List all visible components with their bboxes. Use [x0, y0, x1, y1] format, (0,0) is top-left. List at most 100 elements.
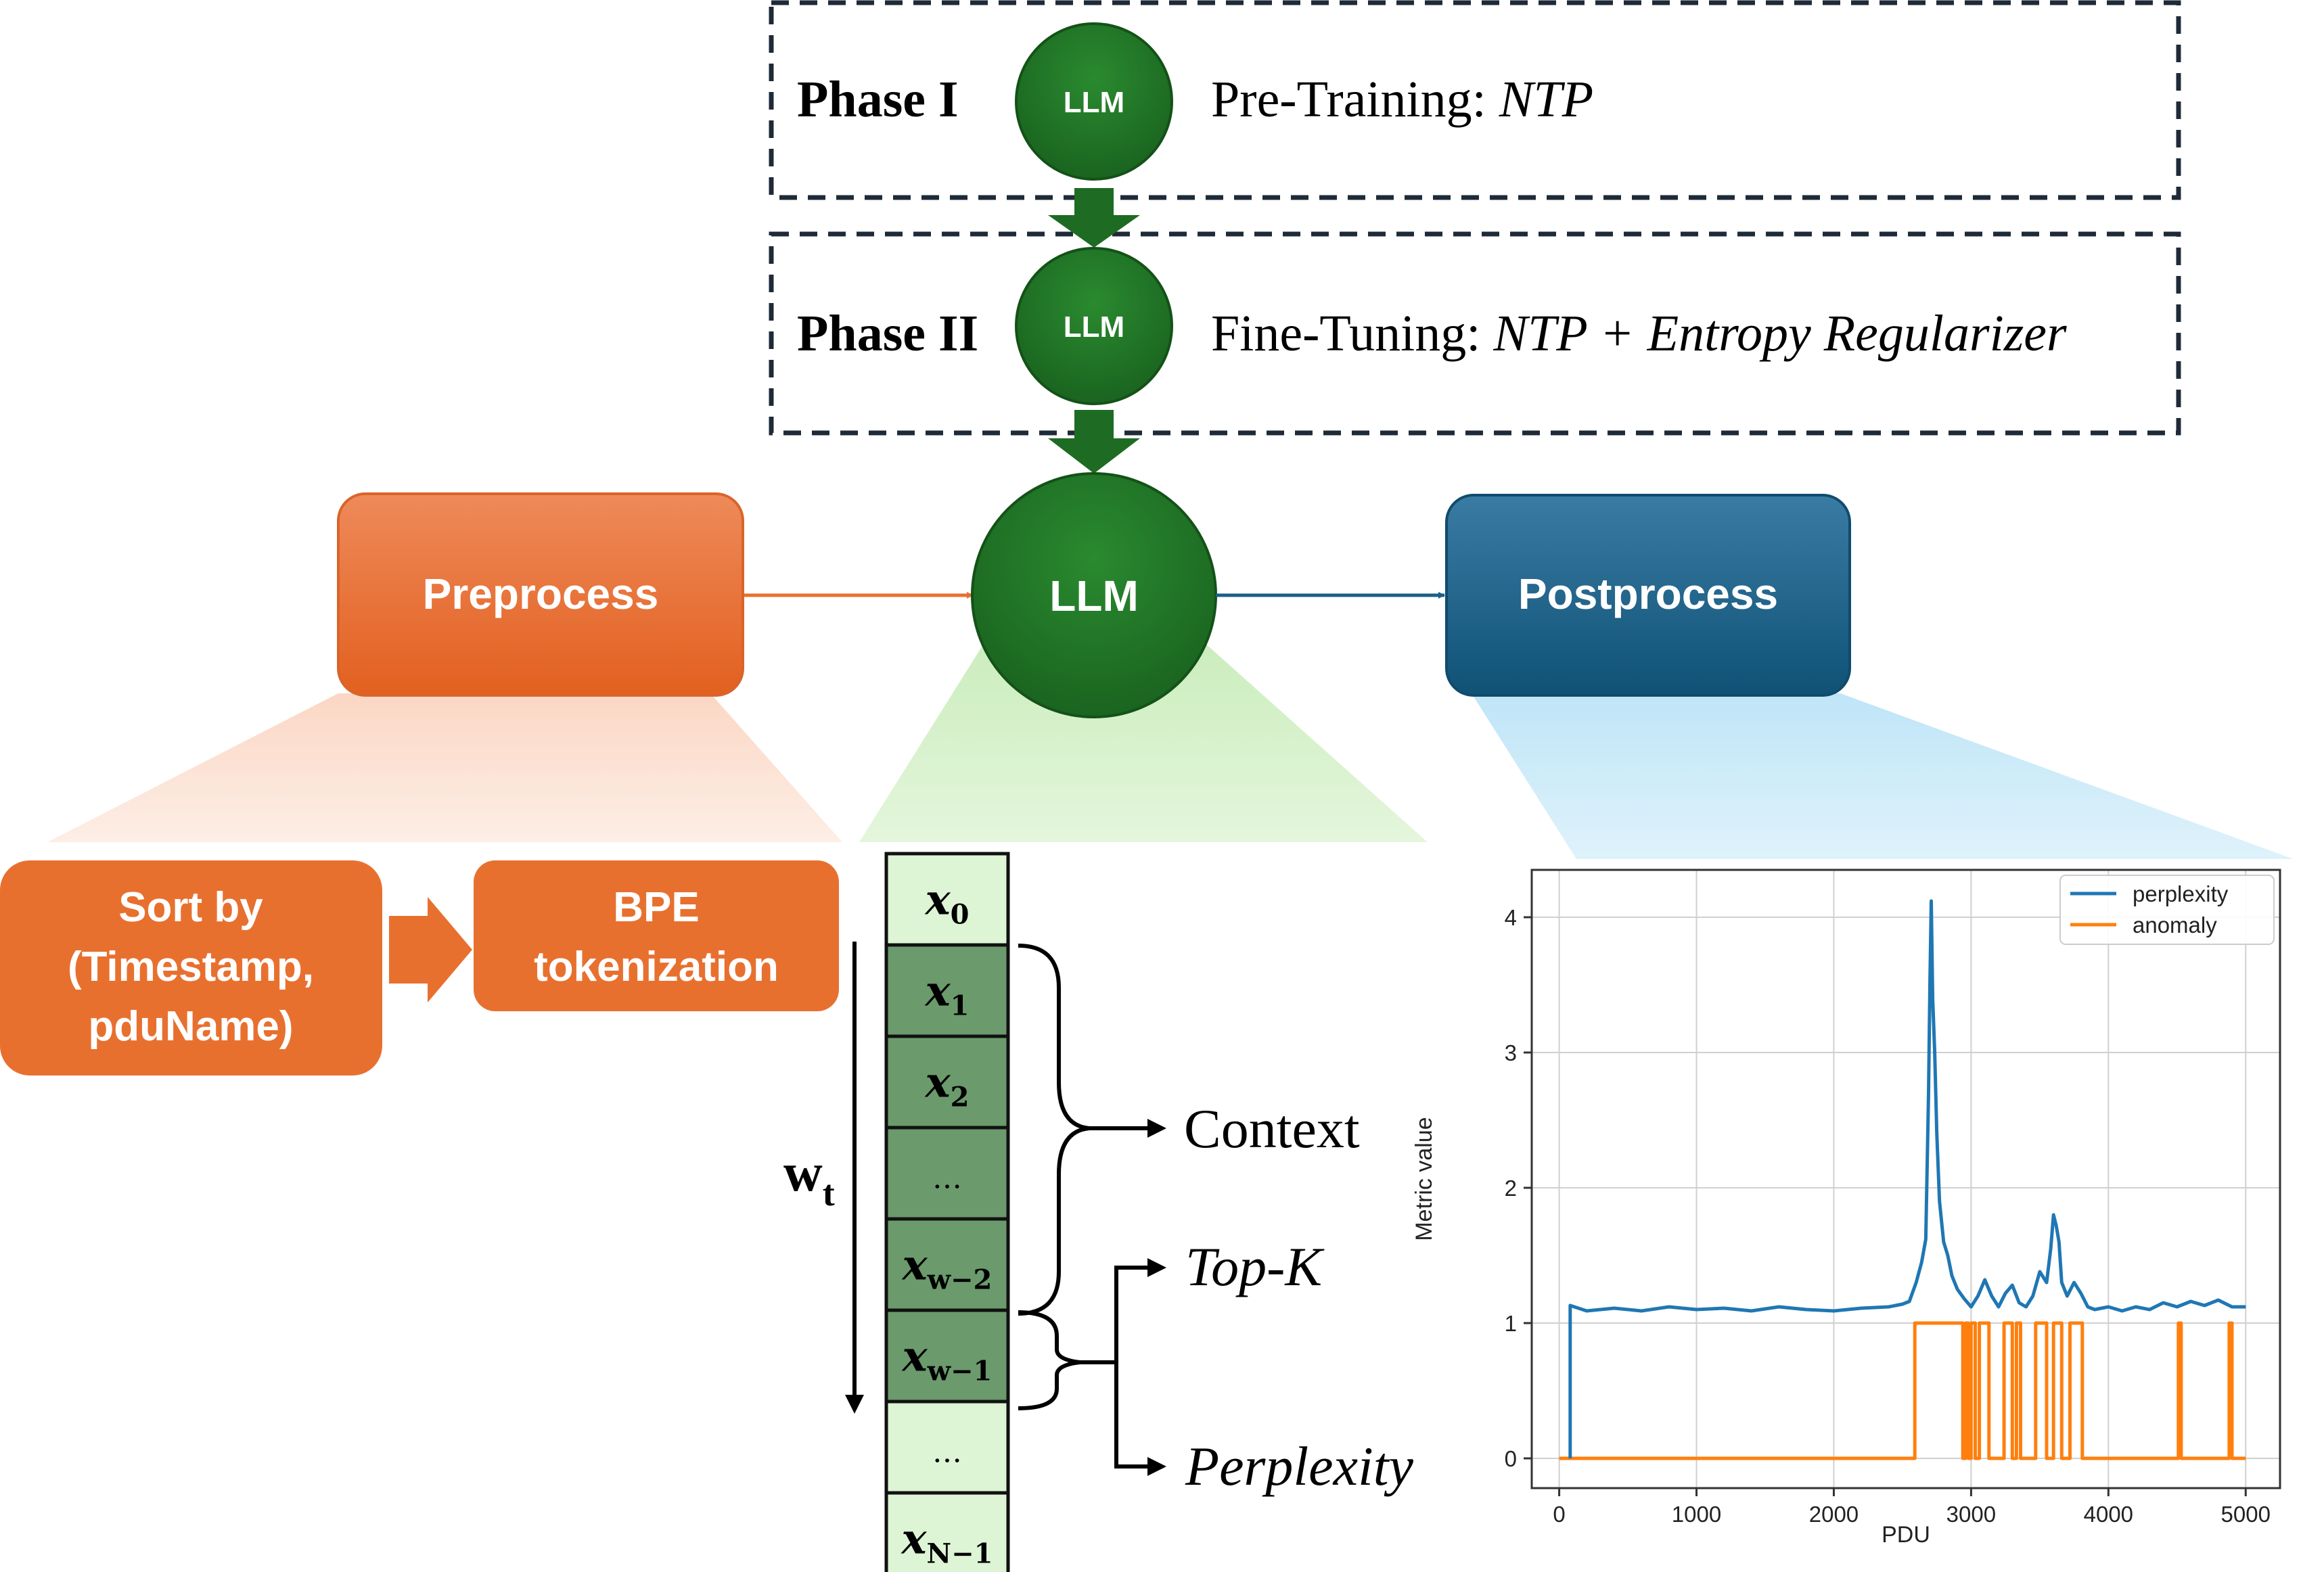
token-label: … — [932, 1435, 962, 1470]
token-subscript: 2 — [951, 1082, 970, 1113]
phase-1-llm-label: LLM — [1064, 86, 1124, 119]
window-label: wt — [783, 1143, 835, 1213]
token-label: x1 — [924, 967, 970, 1022]
context-label: Context — [1184, 1098, 1360, 1159]
window-label-base: w — [783, 1143, 823, 1203]
perplexity-arrow-head — [1147, 1457, 1166, 1476]
token-base: x — [901, 1241, 928, 1290]
phase-1-objective-name: NTP — [1499, 71, 1593, 128]
x-tick-label: 0 — [1553, 1502, 1565, 1527]
preprocess-label: Preprocess — [423, 570, 659, 618]
preprocess-box — [337, 492, 744, 697]
sort-step-line-1: Sort by — [118, 884, 263, 931]
x-tick-label: 2000 — [1809, 1502, 1859, 1527]
x-tick-label: 1000 — [1672, 1502, 1721, 1527]
token-subscript: w−2 — [927, 1264, 993, 1296]
window-label-sub: t — [823, 1173, 835, 1213]
window-arrow-head — [845, 1395, 864, 1414]
token-label: x0 — [924, 875, 970, 931]
token-base: x — [901, 1332, 928, 1381]
topk-arrow — [1080, 1266, 1150, 1364]
token-subscript: 1 — [951, 990, 970, 1022]
perplexity-label: Perplexity — [1185, 1435, 1414, 1497]
phase-1-box: Phase I LLM Pre-Training: NTP — [769, 0, 2181, 200]
token-cell — [884, 1126, 1010, 1221]
token-cell — [884, 1491, 1010, 1572]
chart-y-axis-label: Metric value — [1411, 1117, 1437, 1241]
preprocess-fan — [47, 693, 842, 842]
phase-2-llm-circle — [1015, 247, 1173, 405]
postprocess-box — [1445, 494, 1851, 697]
y-tick-label: 2 — [1505, 1176, 1517, 1201]
perplexity-arrow — [1114, 1362, 1150, 1469]
x-tick-label: 3000 — [1946, 1502, 1996, 1527]
phase-1-llm-circle — [1015, 22, 1173, 181]
chart-plot-frame — [1530, 869, 2281, 1489]
phase-2-objective: Fine-Tuning: NTP + Entropy Regularizer — [1211, 305, 2067, 362]
y-tick-label: 1 — [1505, 1311, 1517, 1336]
sort-step-line-3: pduName) — [88, 1003, 293, 1050]
topk-label: Top-K — [1185, 1236, 1325, 1297]
legend-anomaly-label: anomaly — [2133, 912, 2217, 938]
sort-step-box — [0, 860, 382, 1076]
sort-to-bpe-arrow — [389, 897, 472, 1002]
bpe-step-box — [474, 860, 839, 1011]
phase-2-label: Phase II — [797, 305, 978, 362]
topk-arrow-head — [1147, 1258, 1166, 1277]
postprocess-label: Postprocess — [1518, 570, 1778, 618]
context-brace — [1018, 944, 1090, 1316]
token-label: xN−1 — [901, 1515, 993, 1570]
token-label: xw−1 — [901, 1332, 993, 1387]
token-base: … — [932, 1435, 962, 1470]
phase-2-box: Phase II LLM Fine-Tuning: NTP + Entropy … — [769, 231, 2181, 436]
series-line-perplexity — [1568, 899, 2246, 1458]
phase-2-llm-label: LLM — [1064, 310, 1124, 344]
token-base: x — [924, 875, 951, 925]
token-cell — [884, 943, 1010, 1038]
token-label: xw−2 — [901, 1241, 993, 1296]
y-tick-label: 4 — [1505, 905, 1517, 930]
token-base: x — [901, 1515, 928, 1564]
x-tick-label: 4000 — [2084, 1502, 2133, 1527]
token-subscript: N−1 — [927, 1538, 993, 1570]
phase-1-to-2-arrow — [1048, 188, 1140, 248]
metric-chart: 0 1000 2000 3000 4000 5000 0 1 2 3 4 PDU Metric va… — [1411, 862, 2287, 1563]
token-cell — [884, 1034, 1010, 1130]
chart-ticks: 0 1000 2000 3000 4000 5000 0 1 2 3 4 — [1505, 905, 2271, 1527]
token-base: x — [924, 967, 951, 1016]
chart-background — [1458, 862, 2287, 1563]
postprocess-fan — [1472, 693, 2294, 859]
bpe-step-line-2: tokenization — [534, 944, 779, 990]
phase-2-objective-name: NTP + Entropy Regularizer — [1493, 305, 2067, 362]
sort-step-line-2: (Timestamp, — [68, 944, 314, 990]
phase-1-border — [769, 0, 2181, 200]
x-tick-label: 5000 — [2221, 1502, 2271, 1527]
chart-series — [1559, 899, 2246, 1460]
target-brace — [1018, 1310, 1080, 1410]
bpe-step-line-1: BPE — [613, 884, 699, 931]
phase-1-objective: Pre-Training: NTP — [1211, 71, 1593, 128]
token-label: x2 — [924, 1058, 970, 1113]
y-tick-label: 0 — [1505, 1446, 1517, 1471]
token-subscript: 0 — [951, 899, 970, 931]
chart-x-axis-label: PDU — [1882, 1522, 1930, 1548]
y-tick-label: 3 — [1505, 1040, 1517, 1065]
series-line-anomaly — [1559, 1321, 2246, 1460]
token-cell — [884, 1308, 1010, 1404]
legend-perplexity-label: perplexity — [2133, 881, 2229, 906]
chart-legend: perplexity anomaly — [2059, 875, 2275, 945]
token-cell — [884, 852, 1010, 947]
token-label: … — [932, 1161, 962, 1196]
context-arrow-head — [1147, 1119, 1166, 1138]
phase-2-to-llm-arrow — [1048, 410, 1140, 473]
llm-fan — [859, 643, 1428, 842]
llm-label: LLM — [1049, 572, 1139, 620]
phase-1-objective-prefix: Pre-Training: — [1211, 71, 1499, 128]
phase-1-label: Phase I — [797, 71, 959, 128]
phase-2-border — [769, 231, 2181, 436]
phase-2-objective-prefix: Fine-Tuning: — [1211, 305, 1493, 362]
token-cell — [884, 1400, 1010, 1495]
token-base: x — [924, 1058, 951, 1107]
